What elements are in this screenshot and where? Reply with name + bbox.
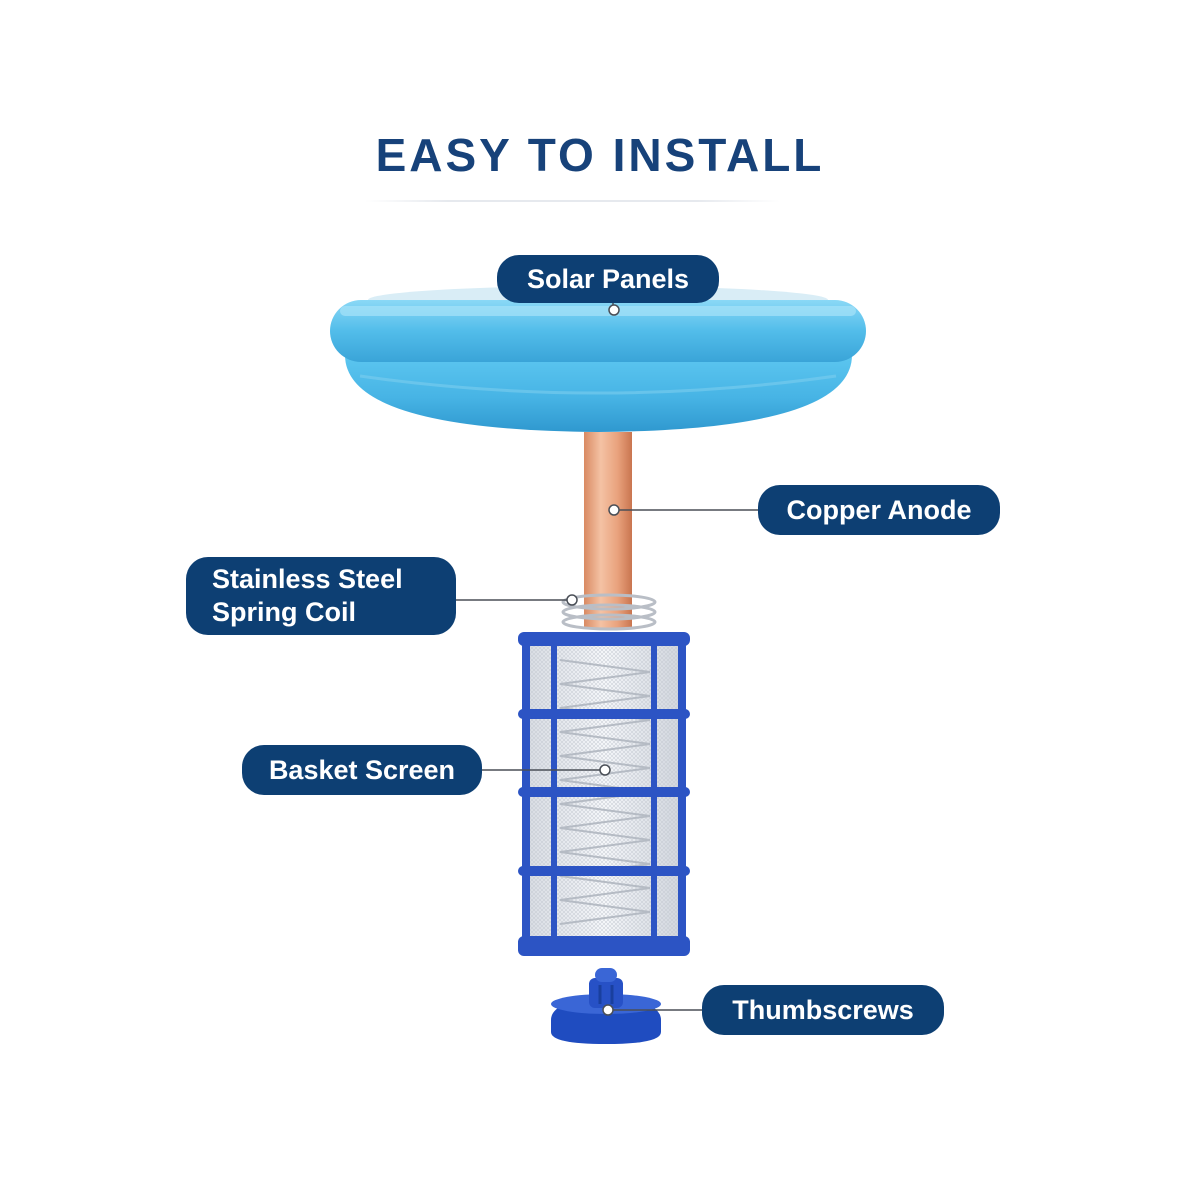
solar-panels-pointer xyxy=(608,304,620,316)
title-divider xyxy=(365,200,780,202)
copper-anode-rod xyxy=(584,432,632,628)
page-title: EASY TO INSTALL xyxy=(375,129,825,181)
label-spring-coil-line-1: Stainless Steel xyxy=(212,564,403,594)
basket-screen-pointer xyxy=(599,764,611,776)
label-stainless-steel-spring-coil: Stainless Steel Spring Coil xyxy=(186,557,456,635)
label-solar-panels: Solar Panels xyxy=(497,255,719,303)
thumbscrews-pointer xyxy=(602,1004,614,1016)
label-copper-anode: Copper Anode xyxy=(758,485,1000,535)
label-spring-coil-line-2: Spring Coil xyxy=(212,597,356,627)
float-housing xyxy=(330,286,866,432)
spring-coil xyxy=(561,593,657,631)
label-basket-screen: Basket Screen xyxy=(242,745,482,795)
label-thumbscrews: Thumbscrews xyxy=(702,985,944,1035)
basket-screen xyxy=(518,632,690,956)
spring-coil-pointer xyxy=(566,594,578,606)
copper-anode-pointer xyxy=(608,504,620,516)
leader-lines xyxy=(456,302,762,1016)
